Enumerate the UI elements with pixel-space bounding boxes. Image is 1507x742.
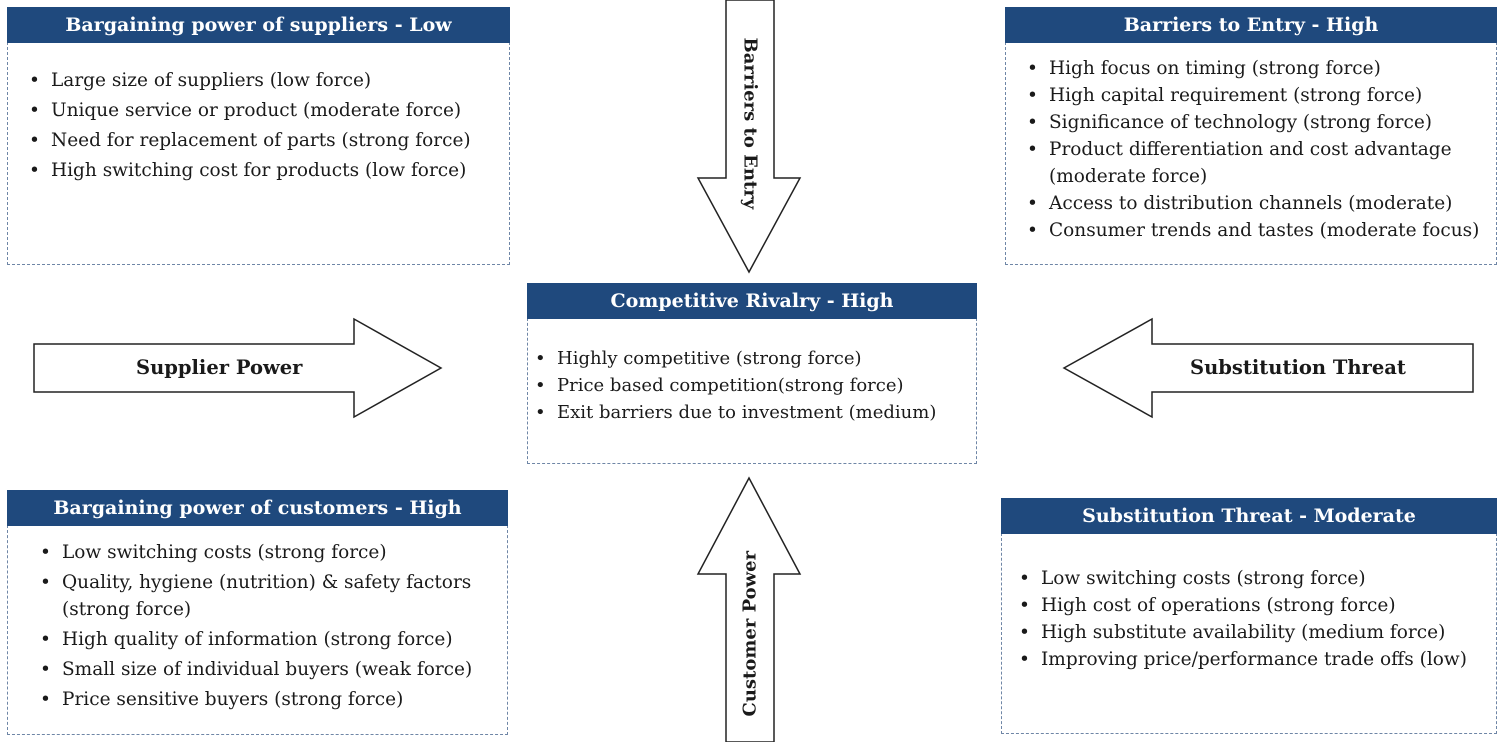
list-item: Low switching costs (strong force) — [40, 539, 492, 566]
list-item: High focus on timing (strong force) — [1027, 55, 1489, 82]
list-item: Access to distribution channels (moderat… — [1027, 190, 1489, 217]
list-item: Consumer trends and tastes (moderate foc… — [1027, 217, 1489, 244]
list-item: Improving price/performance trade offs (… — [1019, 646, 1491, 673]
arrow-substitution-threat — [1062, 317, 1474, 419]
arrow-customer-power — [696, 476, 802, 742]
arrow-label-supplier-power: Supplier Power — [136, 356, 303, 379]
arrow-label-barriers-to-entry: Barriers to Entry — [739, 37, 761, 210]
entry-list: High focus on timing (strong force) High… — [1027, 55, 1489, 244]
arrow-supplier-power — [33, 317, 443, 419]
customers-list: Low switching costs (strong force) Quali… — [40, 539, 492, 713]
list-item: Low switching costs (strong force) — [1019, 565, 1491, 592]
list-item: Significance of technology (strong force… — [1027, 109, 1489, 136]
arrow-label-customer-power: Customer Power — [739, 550, 761, 717]
entry-title: Barriers to Entry - High — [1005, 7, 1497, 43]
list-item: High substitute availability (medium for… — [1019, 619, 1491, 646]
list-item: Need for replacement of parts (strong fo… — [29, 126, 501, 156]
list-item: High switching cost for products (low fo… — [29, 156, 501, 186]
list-item: Product differentiation and cost advanta… — [1027, 136, 1489, 190]
customers-title: Bargaining power of customers - High — [7, 490, 508, 526]
suppliers-list: Large size of suppliers (low force) Uniq… — [29, 66, 501, 186]
list-item: Price sensitive buyers (strong force) — [40, 686, 492, 713]
list-item: Quality, hygiene (nutrition) & safety fa… — [40, 569, 492, 623]
list-item: Unique service or product (moderate forc… — [29, 96, 501, 126]
list-item: Price based competition(strong force) — [535, 372, 972, 399]
substitution-list: Low switching costs (strong force) High … — [1019, 565, 1491, 673]
suppliers-title: Bargaining power of suppliers - Low — [7, 7, 510, 43]
rivalry-title: Competitive Rivalry - High — [527, 283, 977, 319]
arrow-barriers-to-entry — [696, 0, 802, 274]
substitution-title: Substitution Threat - Moderate — [1001, 498, 1497, 534]
list-item: Large size of suppliers (low force) — [29, 66, 501, 96]
list-item: Highly competitive (strong force) — [535, 345, 972, 372]
arrow-label-substitution-threat: Substitution Threat — [1190, 356, 1406, 379]
rivalry-list: Highly competitive (strong force) Price … — [535, 345, 972, 426]
list-item: Small size of individual buyers (weak fo… — [40, 656, 492, 683]
list-item: Exit barriers due to investment (medium) — [535, 399, 972, 426]
list-item: High capital requirement (strong force) — [1027, 82, 1489, 109]
list-item: High quality of information (strong forc… — [40, 626, 492, 653]
list-item: High cost of operations (strong force) — [1019, 592, 1491, 619]
